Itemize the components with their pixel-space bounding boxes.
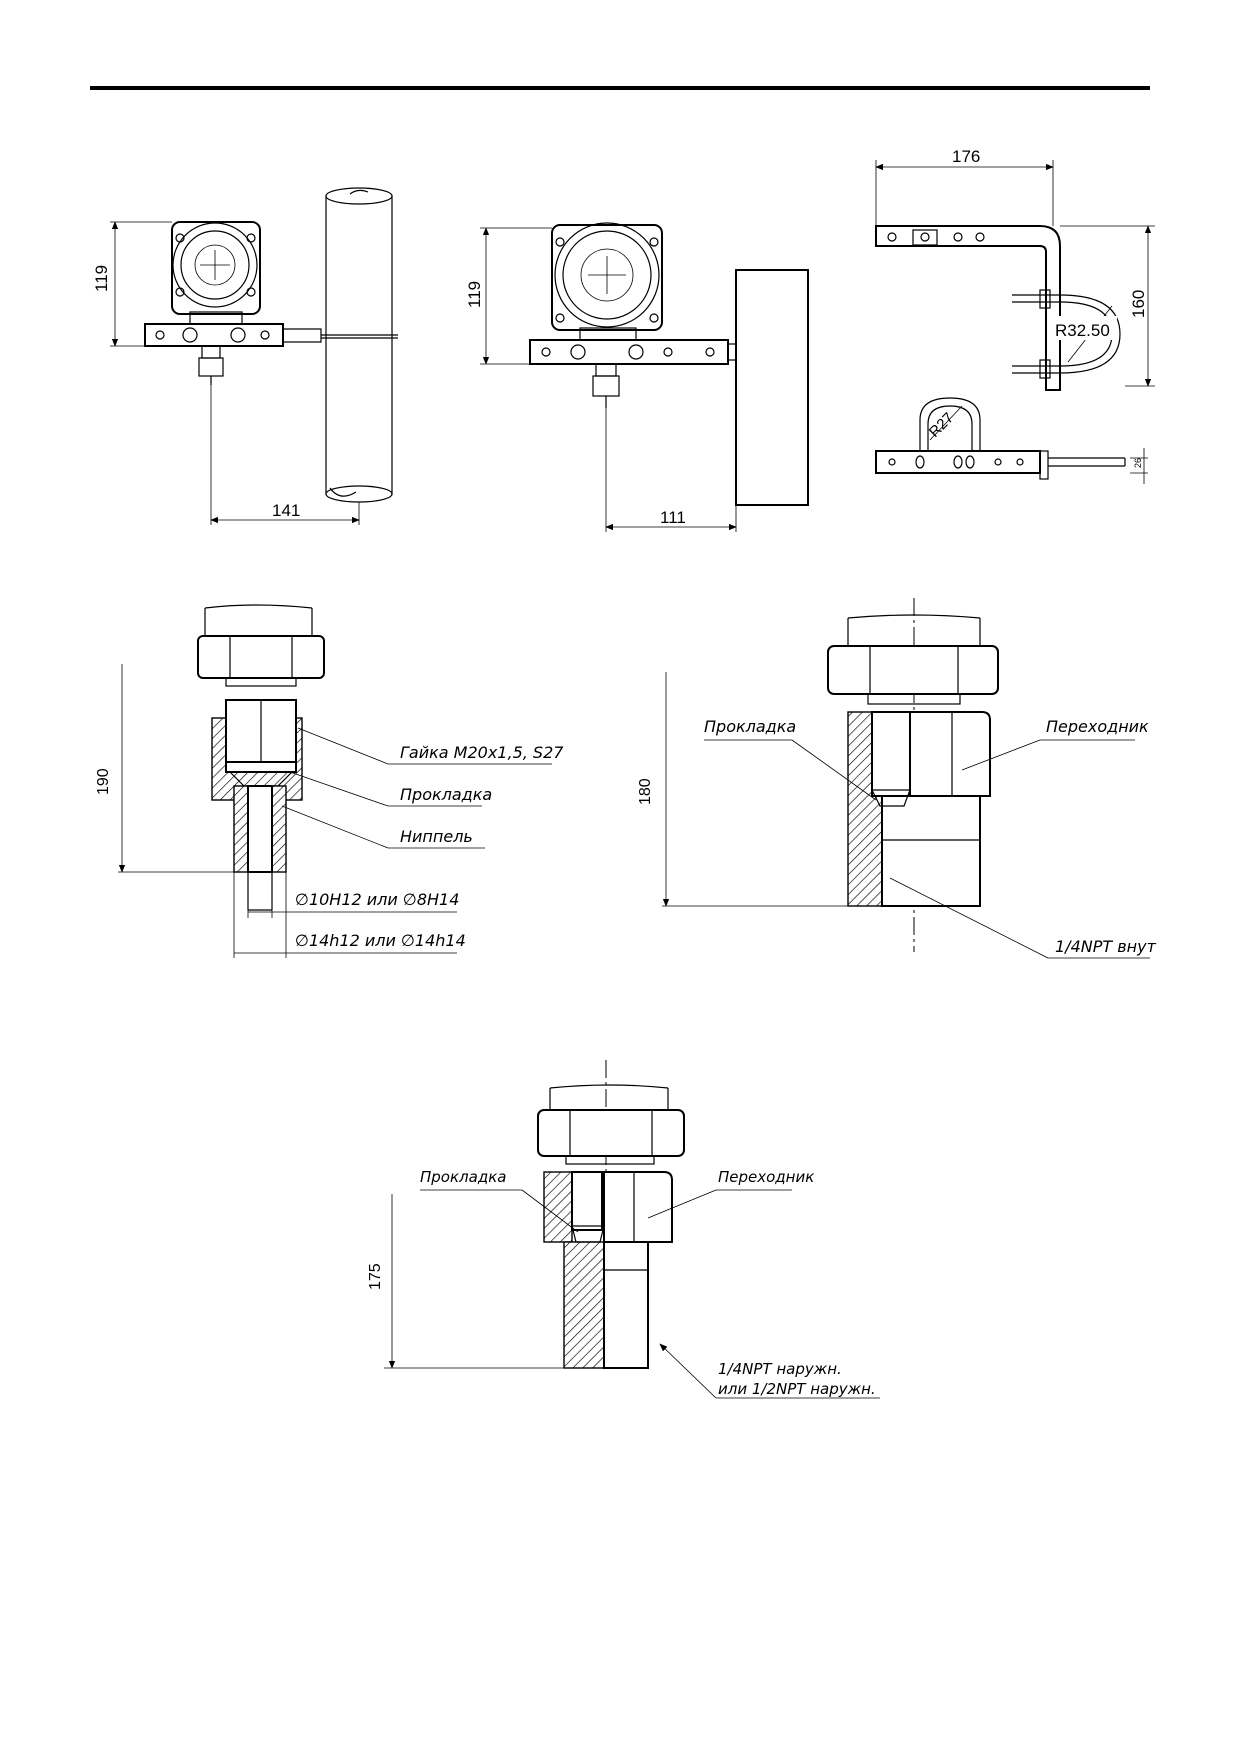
label-inner-dia: ∅10H12 или ∅8H14	[295, 890, 459, 909]
view-adapter-internal: Прокладка Переходник 1/4NPT внут 180	[637, 598, 1157, 959]
dim-190: 190	[95, 768, 112, 795]
label-thread-internal: 1/4NPT внут	[1055, 937, 1157, 956]
view-pipe-mount-horizontal: 119 141	[92, 187, 398, 525]
label-adapter-1: Переходник	[1046, 717, 1149, 736]
dim-119-left: 119	[92, 265, 111, 292]
dim-180: 180	[637, 778, 654, 805]
dim-176: 176	[952, 147, 980, 166]
dim-111: 111	[660, 508, 686, 527]
label-adapter-2: Переходник	[718, 1168, 814, 1186]
dim-175: 175	[367, 1263, 384, 1290]
view-adapter-external: Прокладка Переходник 1/4NPT наружн. или …	[367, 1060, 880, 1399]
label-gasket-3: Прокладка	[420, 1168, 506, 1186]
label-gasket-1: Прокладка	[400, 785, 492, 804]
dim-141: 141	[272, 501, 300, 520]
label-outer-dia: ∅14h12 или ∅14h14	[295, 931, 466, 950]
label-thread-ext-1: 1/4NPT наружн.	[718, 1360, 842, 1378]
label-nipple: Ниппель	[400, 827, 473, 846]
view-wall-mount: 119 111	[465, 222, 809, 532]
dim-160: 160	[1129, 290, 1148, 318]
dim-119-middle: 119	[465, 281, 484, 308]
label-gasket-2: Прокладка	[704, 717, 796, 736]
view-bracket: R32.50 176 160 R27 26	[875, 147, 1155, 484]
label-thread-ext-2: или 1/2NPT наружн.	[718, 1380, 876, 1398]
dim-r32-50: R32.50	[1055, 321, 1110, 340]
dim-26: 26	[1133, 458, 1143, 468]
view-nipple-fitting: Гайка М20х1,5, S27 Прокладка Ниппель ∅10…	[95, 604, 564, 958]
label-nut: Гайка М20х1,5, S27	[400, 743, 564, 762]
